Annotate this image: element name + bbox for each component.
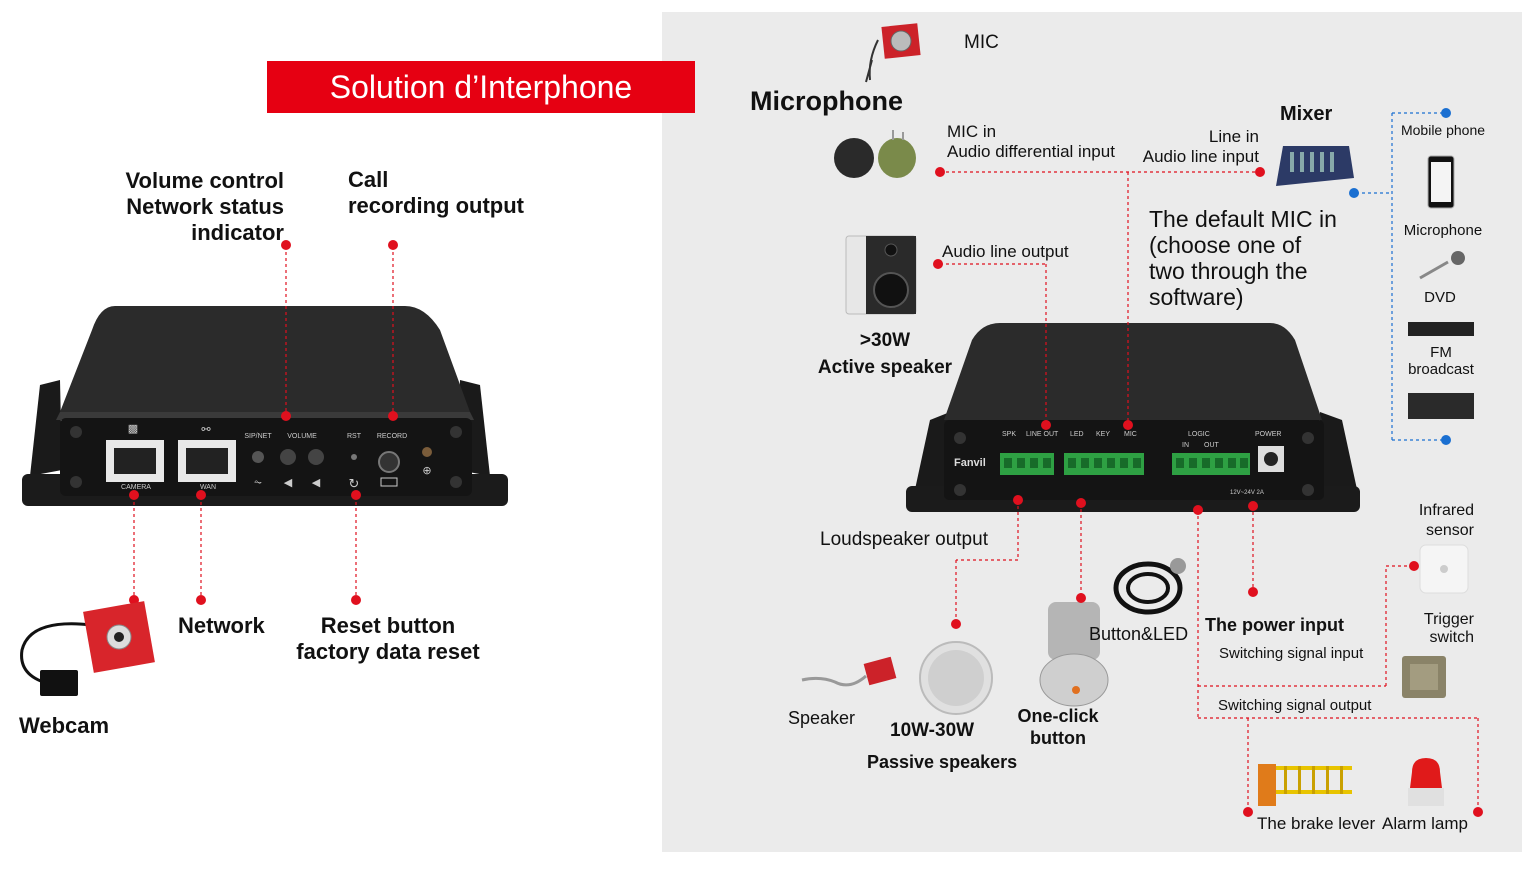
left-flange-l: [30, 380, 62, 476]
network-label: Network: [178, 613, 265, 638]
volume-up-knob: [308, 449, 324, 465]
logic-label: LOGIC: [1188, 431, 1210, 438]
key-label: KEY: [1096, 431, 1111, 438]
brand-logo: Fanvil: [954, 457, 986, 469]
right-device-top: [944, 323, 1322, 420]
volume-control-label: Volume control Network status indicator: [125, 168, 285, 245]
left-device-top: [60, 306, 470, 412]
led-label: LED: [1070, 431, 1084, 438]
source-microphone-label: Microphone: [1403, 222, 1483, 239]
svg-text:◀: ◀: [312, 476, 321, 489]
volume-down-knob: [280, 449, 296, 465]
svg-text:↻: ↻: [349, 477, 360, 492]
button-led-label: Button&LED: [1089, 624, 1189, 644]
spk-label: SPK: [1002, 431, 1017, 438]
microphone-label: Microphone: [750, 86, 903, 116]
cable-coil-icon: [1113, 561, 1183, 615]
default-mic-note: The default MIC in (choose one of two th…: [1149, 206, 1337, 310]
line-in-label: Line in Audio line input: [1142, 127, 1259, 166]
svg-text:⊕: ⊕: [422, 464, 431, 477]
ground-screw: [422, 447, 432, 457]
sipnet-led: [252, 451, 264, 463]
mixer-label: Mixer: [1280, 103, 1333, 125]
mixer-icon: [1276, 146, 1354, 186]
record-label: RECORD: [376, 433, 408, 440]
fm-broadcast-icon: [1408, 393, 1474, 419]
port-wan-label: WAN: [199, 484, 217, 491]
passive-wattage-label: 10W-30W: [890, 720, 975, 741]
stand-microphone-icon: [1419, 260, 1449, 280]
volume-label: VOLUME: [287, 433, 317, 440]
webcam-label: Webcam: [19, 713, 110, 738]
speaker-label: Speaker: [788, 708, 856, 728]
power-label: POWER: [1255, 431, 1282, 438]
svg-text:⏦: ⏦: [254, 477, 262, 488]
speaker-board-icon: [863, 656, 897, 686]
source-fm-label: FM broadcast: [1408, 344, 1474, 378]
loudspeaker-output-label: Loudspeaker output: [820, 529, 988, 550]
power-input-label: The power input: [1205, 615, 1344, 635]
spk-lineout-terminal: [1000, 453, 1054, 475]
rst-hole: [351, 454, 357, 460]
passive-speakers-label: Passive speakers: [867, 752, 1018, 772]
brake-lever-label: The brake lever: [1257, 814, 1376, 833]
trigger-switch-label: Trigger switch: [1423, 611, 1474, 646]
svg-text:▩: ▩: [128, 422, 138, 435]
mic-capsule2-icon: [878, 138, 916, 178]
port-camera-label: CAMERA: [121, 484, 151, 491]
svg-text:◀: ◀: [284, 476, 293, 489]
logic-out-label: OUT: [1204, 442, 1219, 449]
one-click-button-label: One-click button: [1017, 706, 1099, 748]
mic-capsule-icon: [834, 138, 874, 178]
mic-in-label: MIC in Audio differential input: [947, 122, 1115, 161]
infrared-sensor-label: Infrared sensor: [1418, 502, 1474, 539]
line-out-label: LINE OUT: [1026, 431, 1059, 438]
logic-in-label: IN: [1182, 442, 1189, 449]
mic-label: MIC: [964, 32, 999, 53]
source-dvd-label: DVD: [1424, 289, 1456, 306]
active-speaker-label: >30W Active speaker: [817, 330, 953, 378]
rst-label: RST: [347, 433, 361, 440]
alarm-lamp-icon: [1410, 758, 1442, 788]
webcam-plug: [40, 670, 78, 696]
sipnet-label: SIP/NET: [244, 433, 272, 440]
page-title: Solution d’Interphone: [267, 61, 695, 113]
switching-input-label: Switching signal input: [1219, 645, 1364, 662]
alarm-lamp-label: Alarm lamp: [1382, 814, 1468, 833]
mic-port-label: MIC: [1124, 431, 1137, 438]
source-mobile-label: Mobile phone: [1400, 122, 1486, 138]
reset-button-label: Reset button factory data reset: [296, 613, 480, 664]
brake-lever-icon: [1258, 764, 1276, 806]
call-recording-label: Call recording output: [348, 167, 524, 218]
one-click-button-icon: [1048, 602, 1100, 660]
audio-line-output-label: Audio line output: [942, 242, 1069, 261]
switching-output-label: Switching signal output: [1218, 697, 1372, 714]
voltage-label: 12V~24V 2A: [1230, 490, 1264, 496]
svg-text:⚯: ⚯: [201, 423, 211, 436]
dvd-icon: [1408, 322, 1474, 336]
record-jack: [378, 451, 400, 473]
